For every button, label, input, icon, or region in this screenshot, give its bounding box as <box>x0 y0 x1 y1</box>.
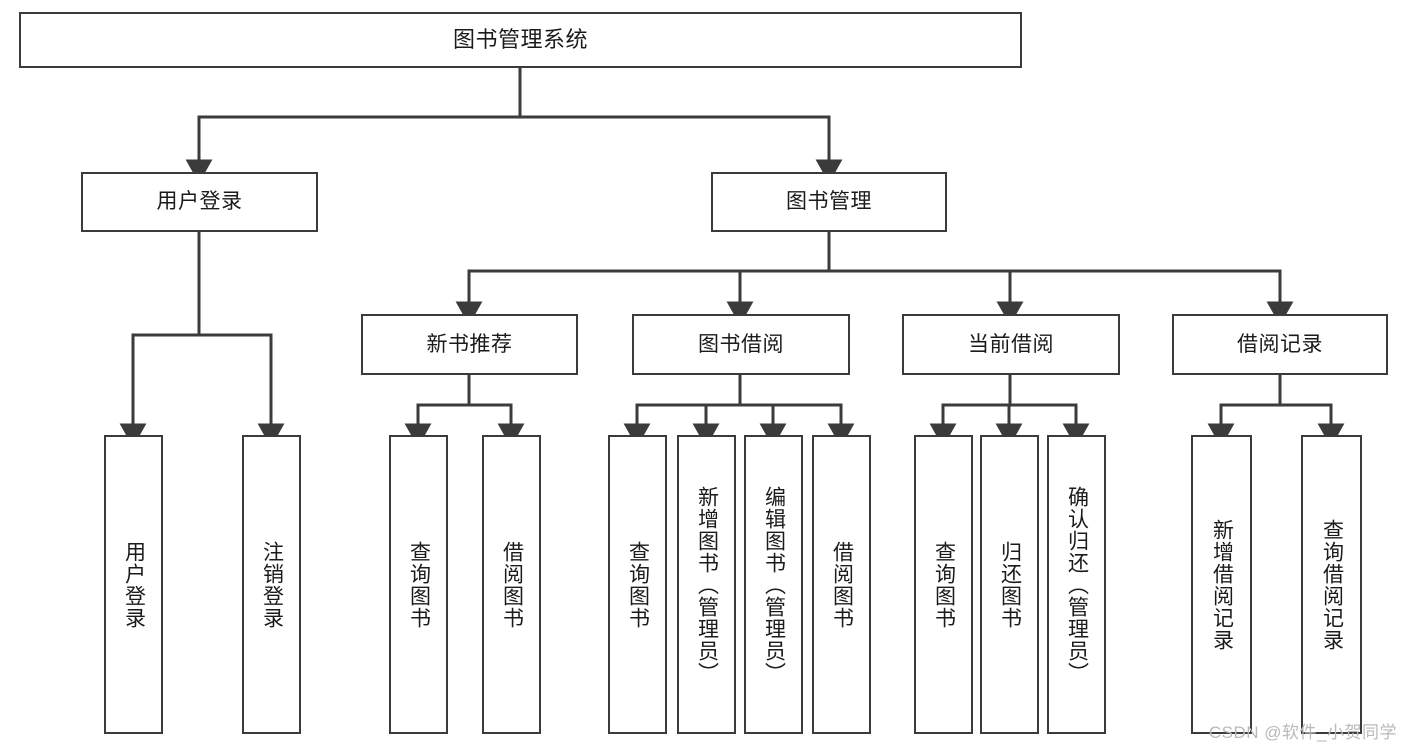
node-leaf-edit-book-label: 编辑图书（管理员） <box>762 485 786 684</box>
node-leaf-borrow-book-1-label: 借阅图书 <box>500 540 524 629</box>
node-leaf-query-book-1[interactable]: 查询图书 <box>389 435 448 734</box>
node-leaf-logout-label: 注销登录 <box>260 540 284 629</box>
node-leaf-logout[interactable]: 注销登录 <box>242 435 301 734</box>
node-leaf-query-book-3[interactable]: 查询图书 <box>914 435 973 734</box>
node-leaf-confirm-return[interactable]: 确认归还（管理员） <box>1047 435 1106 734</box>
node-leaf-return-book-label: 归还图书 <box>998 540 1022 629</box>
node-leaf-add-book-label: 新增图书（管理员） <box>695 485 719 684</box>
node-current-borrow-label: 当前借阅 <box>968 332 1054 356</box>
node-leaf-confirm-return-label: 确认归还（管理员） <box>1065 485 1089 684</box>
node-leaf-borrow-book-2-label: 借阅图书 <box>830 540 854 629</box>
node-book-manage-label: 图书管理 <box>786 190 872 214</box>
node-leaf-edit-book[interactable]: 编辑图书（管理员） <box>744 435 803 734</box>
watermark-text: CSDN @软件_小贺同学 <box>1208 723 1397 742</box>
node-leaf-user-login[interactable]: 用户登录 <box>104 435 163 734</box>
node-book-manage[interactable]: 图书管理 <box>711 172 947 232</box>
node-borrow-record-label: 借阅记录 <box>1237 332 1323 356</box>
node-leaf-add-record[interactable]: 新增借阅记录 <box>1191 435 1252 734</box>
node-leaf-borrow-book-1[interactable]: 借阅图书 <box>482 435 541 734</box>
node-root-label: 图书管理系统 <box>452 26 588 52</box>
node-leaf-user-login-label: 用户登录 <box>122 540 146 629</box>
node-leaf-return-book[interactable]: 归还图书 <box>980 435 1039 734</box>
node-leaf-add-record-label: 新增借阅记录 <box>1210 518 1234 651</box>
node-book-borrow-label: 图书借阅 <box>698 332 784 356</box>
node-leaf-query-record-label: 查询借阅记录 <box>1320 518 1344 651</box>
node-leaf-query-book-1-label: 查询图书 <box>407 540 431 629</box>
node-leaf-query-book-2[interactable]: 查询图书 <box>608 435 667 734</box>
node-new-book-rec[interactable]: 新书推荐 <box>361 314 578 375</box>
node-leaf-query-book-2-label: 查询图书 <box>626 540 650 629</box>
node-leaf-add-book[interactable]: 新增图书（管理员） <box>677 435 736 734</box>
node-root[interactable]: 图书管理系统 <box>19 12 1022 68</box>
node-user-login-label: 用户登录 <box>156 190 243 214</box>
node-leaf-query-book-3-label: 查询图书 <box>932 540 956 629</box>
node-leaf-borrow-book-2[interactable]: 借阅图书 <box>812 435 871 734</box>
node-user-login[interactable]: 用户登录 <box>81 172 318 232</box>
node-leaf-query-record[interactable]: 查询借阅记录 <box>1301 435 1362 734</box>
node-current-borrow[interactable]: 当前借阅 <box>902 314 1120 375</box>
node-book-borrow[interactable]: 图书借阅 <box>632 314 850 375</box>
node-borrow-record[interactable]: 借阅记录 <box>1172 314 1388 375</box>
node-new-book-rec-label: 新书推荐 <box>426 332 513 356</box>
